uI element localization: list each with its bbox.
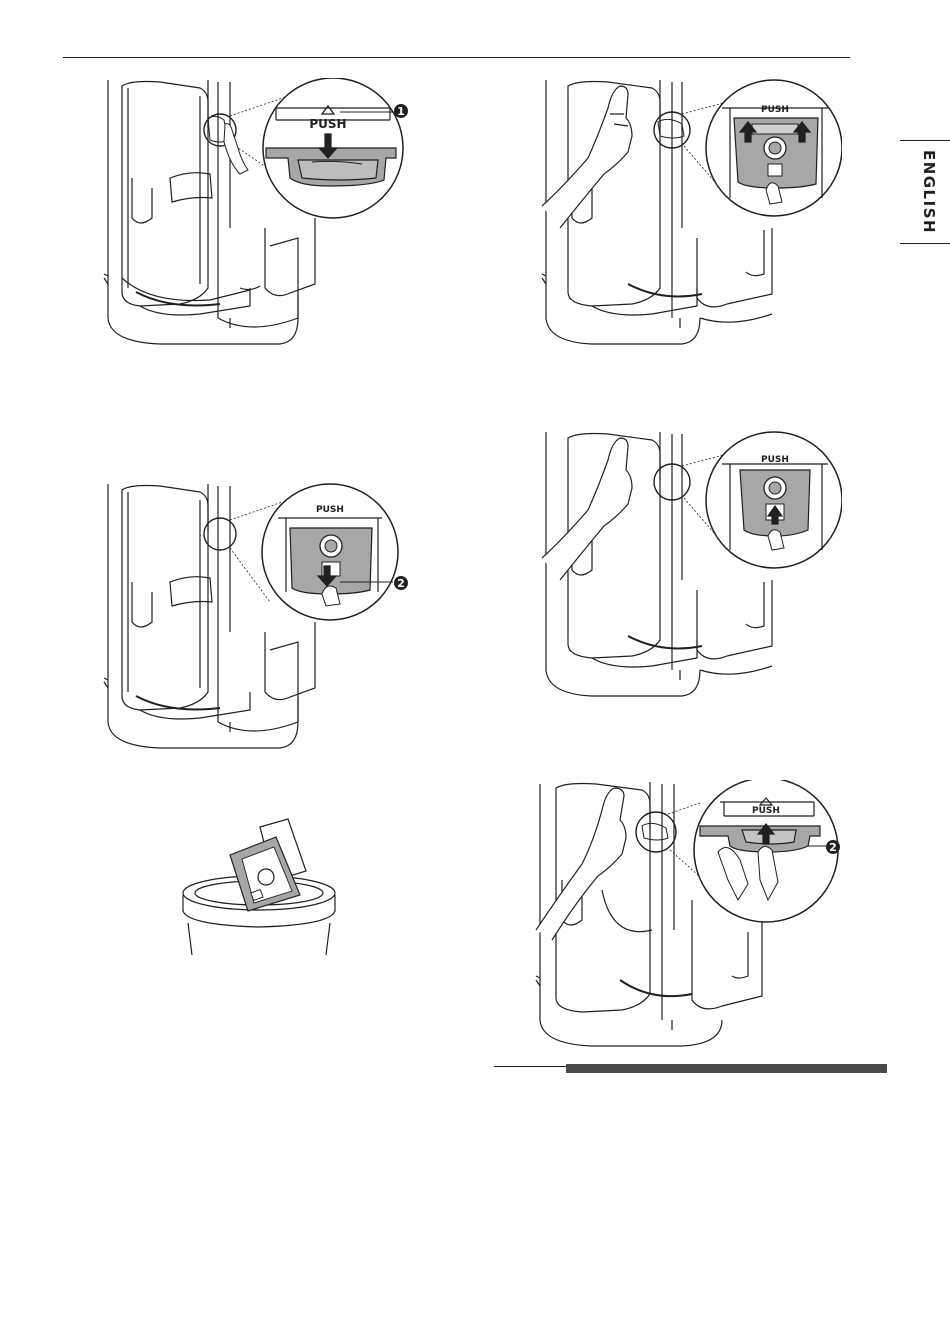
zoom-circle: PUSH	[204, 484, 398, 620]
callout-1: 1	[394, 104, 408, 118]
svg-text:1: 1	[397, 105, 405, 118]
hand-drawing	[542, 86, 632, 228]
figure-remove-bag: PUSH 2	[100, 482, 430, 750]
tab-rule-top	[900, 140, 950, 141]
language-tab: ENGLISH	[900, 140, 950, 244]
language-label: ENGLISH	[920, 150, 938, 234]
section-bar	[494, 1064, 887, 1073]
push-label: PUSH	[752, 806, 780, 816]
zoom-circle: PUSH	[636, 780, 838, 922]
svg-text:2: 2	[829, 841, 837, 854]
figure-open-cover: PUSH 1	[100, 78, 430, 346]
header-rule	[63, 57, 850, 58]
callout-2: 2	[394, 576, 408, 590]
hand-drawing	[542, 438, 632, 580]
push-label: PUSH	[316, 505, 344, 515]
section-bar-thick	[566, 1064, 887, 1073]
svg-text:2: 2	[397, 577, 405, 590]
push-label: PUSH	[761, 455, 789, 465]
figure-insert-bag: PUSH	[532, 430, 842, 698]
callout-2: 2	[826, 840, 840, 854]
figure-lift-bag: PUSH	[532, 78, 842, 346]
section-bar-thin	[494, 1066, 566, 1067]
push-label: PUSH	[309, 117, 346, 131]
figure-dispose-bag	[178, 815, 340, 955]
tab-rule-bottom	[900, 243, 950, 244]
push-label: PUSH	[761, 105, 789, 115]
figure-close-cover: PUSH 2	[532, 780, 862, 1050]
